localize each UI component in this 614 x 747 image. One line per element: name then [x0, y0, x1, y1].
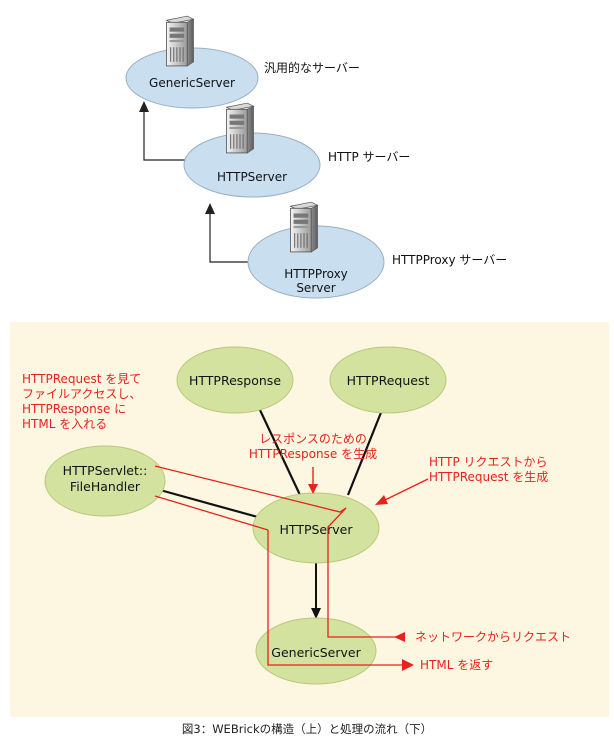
network-request-path	[327, 507, 405, 642]
request-to-server-connector	[346, 409, 384, 496]
processing-flow-diagram: HTTPResponse HTTPRequest HTTPServlet:: F…	[22, 346, 571, 685]
http-server-label: HTTPServer	[217, 170, 287, 184]
http-proxy-server-node: HTTPProxy Server	[247, 201, 385, 299]
server-to-generic-arrow	[311, 562, 321, 619]
http-server-flow-label: HTTPServer	[280, 522, 354, 537]
generic-server-flow-label: GenericServer	[271, 645, 361, 660]
network-request-note: ネットワークからリクエスト	[415, 630, 571, 644]
http-server-description: HTTP サーバー	[328, 150, 410, 164]
inheritance-arrow-http-to-generic	[139, 101, 186, 161]
http-request-label: HTTPRequest	[347, 373, 430, 388]
servlet-note-line4: HTML を入れる	[22, 417, 107, 431]
http-proxy-server-label-line1: HTTPProxy	[284, 267, 348, 281]
response-note-arrow	[308, 467, 318, 494]
http-response-node: HTTPResponse	[176, 346, 294, 414]
generic-server-flow-node: GenericServer	[255, 617, 377, 685]
server-tower-icon	[289, 201, 319, 253]
response-note-line2: HTTPResponse を生成	[249, 447, 377, 461]
http-proxy-server-description: HTTPProxy サーバー	[392, 253, 507, 267]
server-tower-icon	[165, 15, 195, 67]
filehandler-to-server-connector	[159, 488, 273, 523]
file-handler-node: HTTPServlet:: FileHandler	[44, 445, 166, 517]
file-handler-access-path	[154, 465, 347, 531]
html-return-path	[267, 530, 414, 671]
request-note-line1: HTTP リクエストから	[429, 455, 548, 469]
processing-flow-panel: HTTPResponse HTTPRequest HTTPServlet:: F…	[10, 322, 609, 717]
http-proxy-server-label-line2: Server	[296, 281, 335, 295]
file-handler-label-line2: FileHandler	[70, 479, 141, 494]
servlet-note-line2: ファイルアクセスし、	[22, 387, 141, 401]
response-to-server-connector	[259, 409, 301, 496]
generic-server-label: GenericServer	[149, 76, 235, 90]
request-note-line2: HTTPRequest を生成	[429, 470, 548, 484]
http-server-flow-node: HTTPServer	[252, 492, 380, 564]
response-note-line1: レスポンスのための	[259, 432, 367, 446]
return-html-note: HTML を返す	[420, 658, 493, 672]
file-handler-label-line1: HTTPServlet::	[63, 463, 148, 478]
inheritance-arrow-proxy-to-http	[205, 203, 252, 263]
http-request-node: HTTPRequest	[329, 346, 447, 414]
class-hierarchy-diagram: GenericServer 汎用的なサーバー HTTPServer HTTP サ…	[125, 15, 507, 299]
servlet-note-line3: HTTPResponse に	[22, 402, 126, 416]
generic-server-description: 汎用的なサーバー	[264, 60, 360, 75]
request-note-arrow	[375, 478, 429, 505]
figure-caption: 図3：WEBrickの構造（上）と処理の流れ（下）	[181, 722, 433, 736]
generic-server-node: GenericServer	[125, 15, 259, 109]
http-response-label: HTTPResponse	[189, 373, 281, 388]
response-note: レスポンスのための HTTPResponse を生成	[249, 432, 377, 461]
server-tower-icon	[225, 102, 255, 154]
servlet-note-line1: HTTPRequest を見て	[22, 372, 141, 386]
request-note: HTTP リクエストから HTTPRequest を生成	[429, 455, 548, 484]
servlet-note: HTTPRequest を見て ファイルアクセスし、 HTTPResponse …	[22, 372, 141, 431]
http-server-node: HTTPServer	[183, 102, 321, 198]
